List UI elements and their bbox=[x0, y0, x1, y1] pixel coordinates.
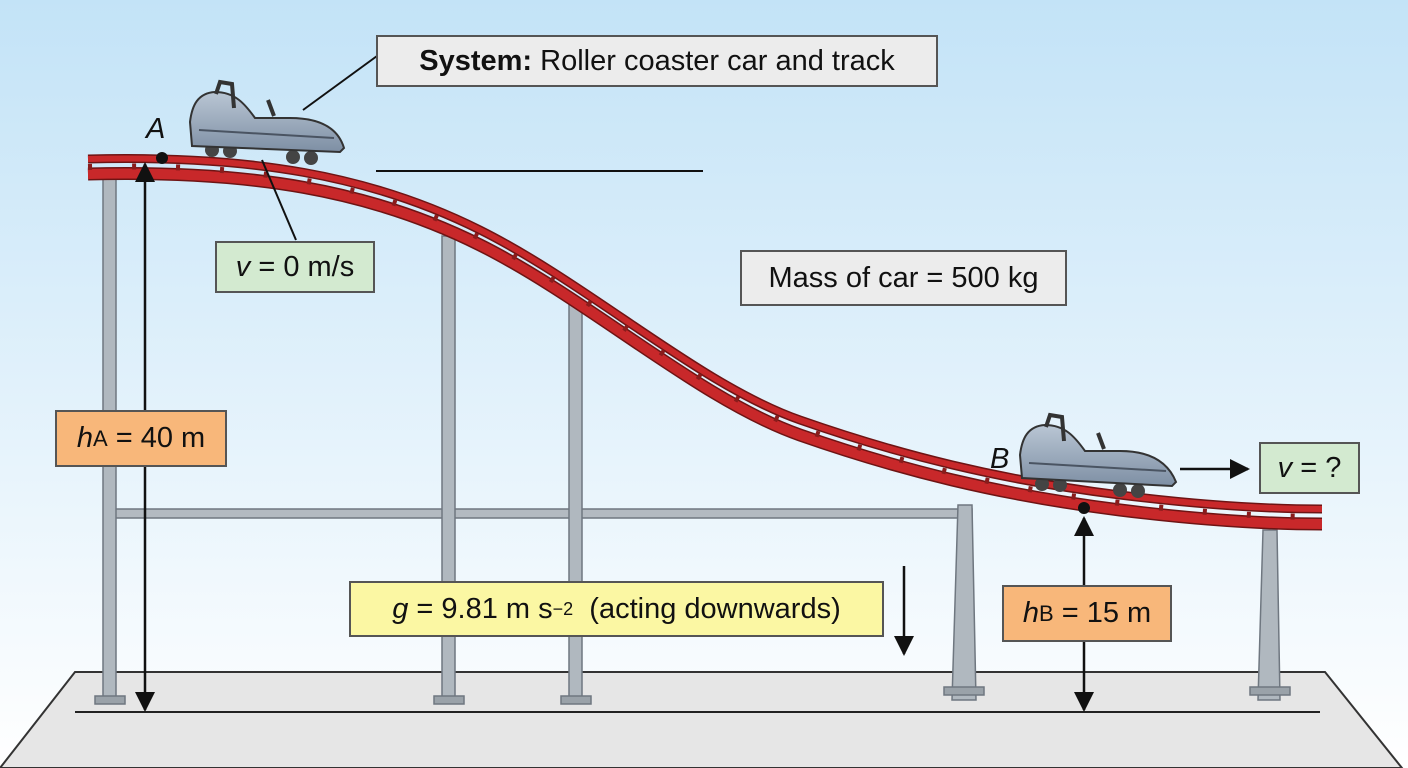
system-text: Roller coaster car and track bbox=[540, 44, 895, 77]
point-b-label: B bbox=[990, 443, 1010, 475]
velocity-b-symbol: v bbox=[1277, 451, 1293, 484]
system-leader-line bbox=[302, 55, 378, 111]
ground-platform bbox=[0, 671, 1404, 768]
velocity-a-box: v = 0 m/s bbox=[215, 241, 375, 293]
coaster-car-a bbox=[188, 79, 346, 165]
gravity-box: g = 9.81 m s−2 (acting downwards) bbox=[349, 581, 884, 637]
coaster-track bbox=[87, 154, 1323, 531]
point-a-marker bbox=[156, 152, 168, 164]
velocity-a-leader-line bbox=[261, 159, 297, 241]
velocity-b-value: = ? bbox=[1292, 451, 1342, 484]
velocity-a-symbol: v bbox=[235, 250, 251, 283]
point-b-marker bbox=[1078, 502, 1090, 514]
gravity-note: (acting downwards) bbox=[589, 592, 841, 625]
gravity-symbol: g bbox=[392, 592, 409, 625]
velocity-a-value: = 0 m/s bbox=[250, 250, 355, 283]
cross-brace bbox=[111, 508, 973, 519]
height-a-symbol: h bbox=[76, 422, 93, 454]
height-b-subscript: B bbox=[1038, 600, 1054, 626]
height-b-value: = 15 m bbox=[1053, 597, 1152, 629]
gravity-exponent: −2 bbox=[552, 599, 574, 619]
height-a-subscript: A bbox=[92, 425, 108, 451]
gravity-value: = 9.81 m s bbox=[408, 592, 553, 625]
point-a-label: A bbox=[146, 113, 166, 145]
velocity-b-box: v = ? bbox=[1259, 442, 1360, 494]
system-box: System: Roller coaster car and track bbox=[376, 35, 938, 87]
coaster-car-b bbox=[1018, 412, 1178, 498]
system-bold-label: System: bbox=[419, 44, 533, 77]
height-a-value: = 40 m bbox=[107, 422, 206, 454]
height-b-symbol: h bbox=[1022, 597, 1039, 629]
mass-box: Mass of car = 500 kg bbox=[740, 250, 1067, 306]
